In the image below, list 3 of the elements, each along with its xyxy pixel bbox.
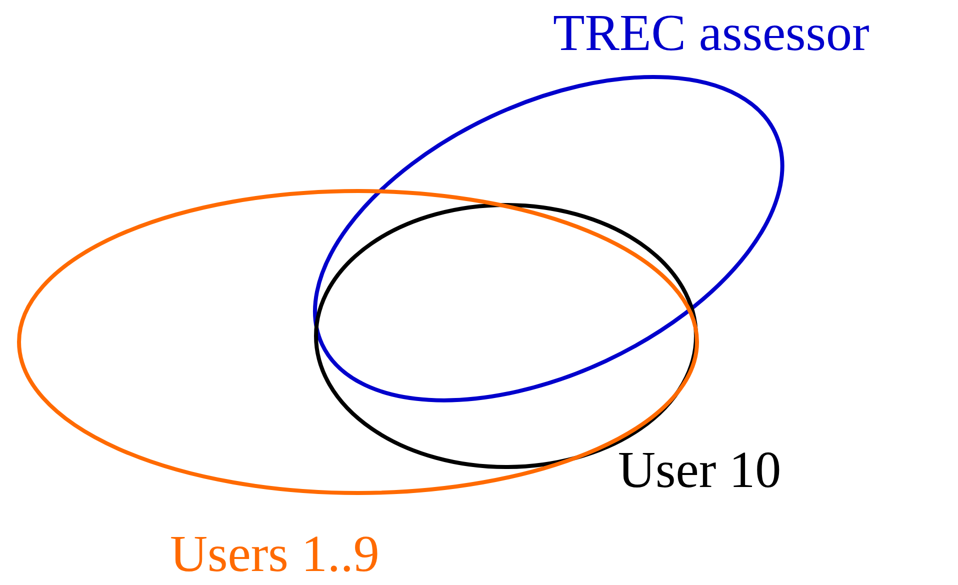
set-label: User 10: [618, 443, 782, 499]
set-label: TREC assessor: [553, 6, 870, 62]
set-label: Users 1..9: [170, 527, 380, 583]
